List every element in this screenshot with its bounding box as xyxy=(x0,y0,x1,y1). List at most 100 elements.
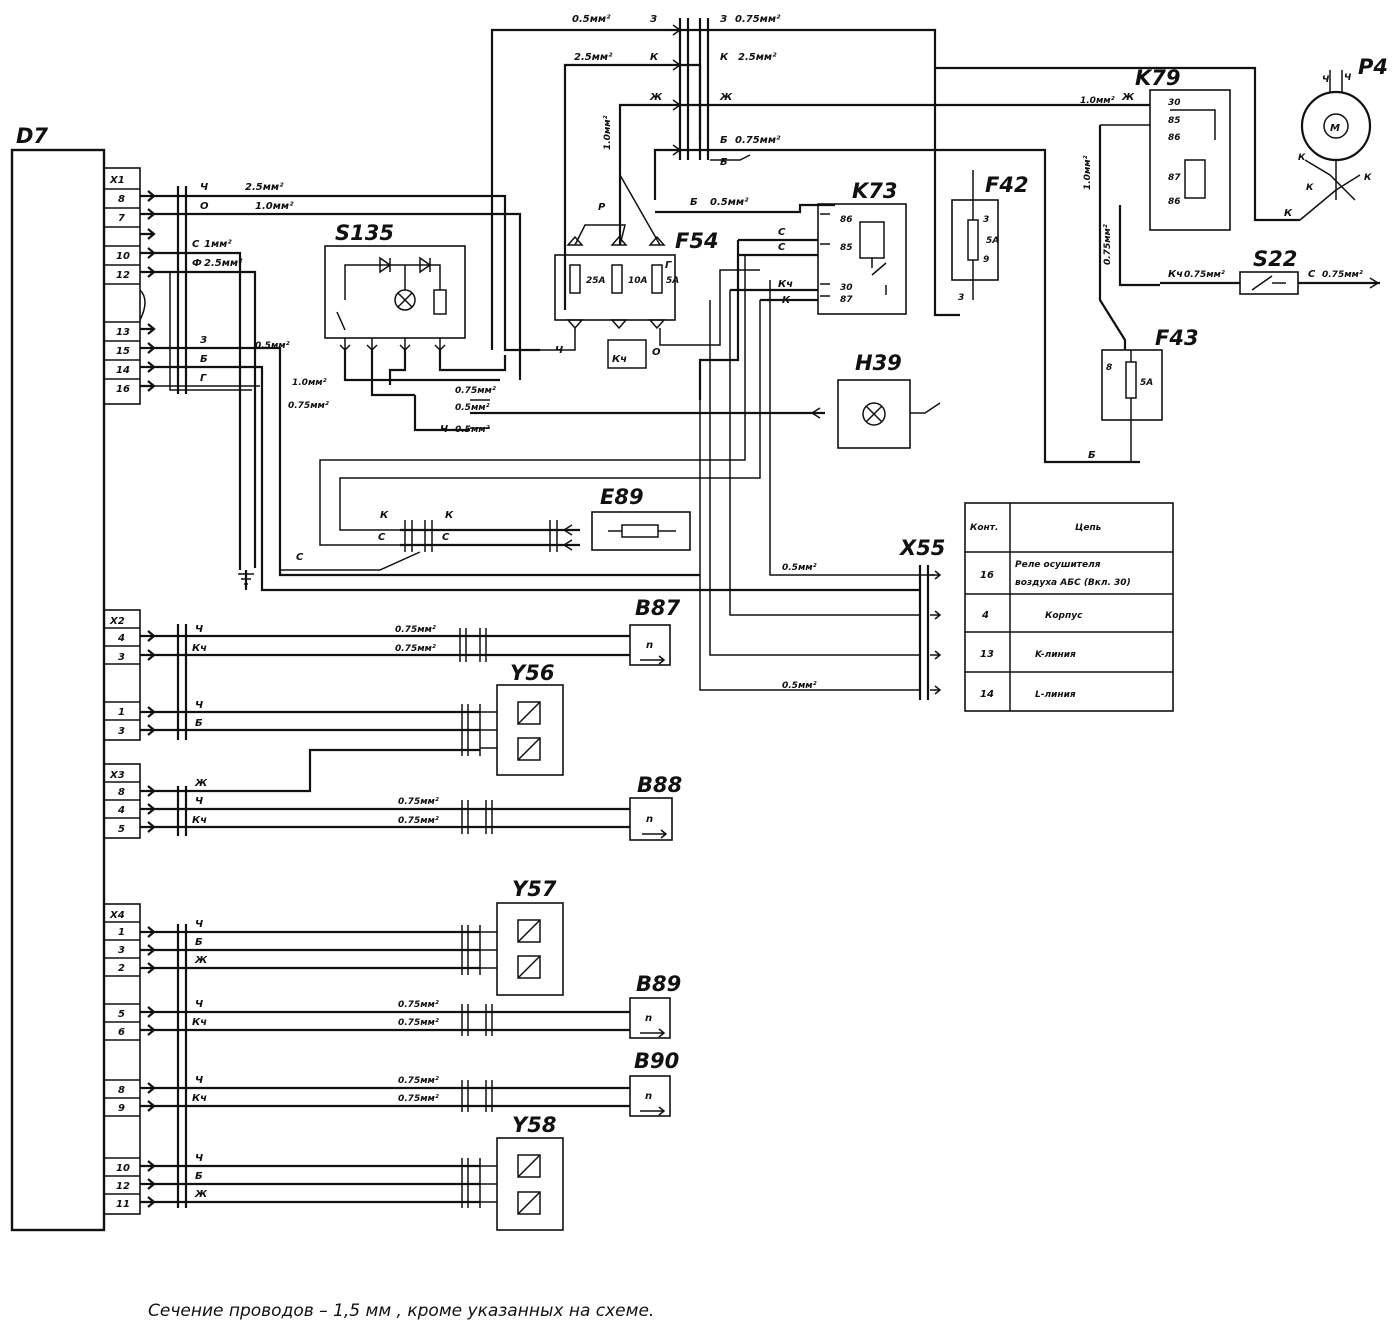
svg-text:X55: X55 xyxy=(898,536,945,560)
resistor-icon xyxy=(433,289,447,315)
svg-text:Ф: Ф xyxy=(192,258,202,269)
svg-text:F42: F42 xyxy=(985,173,1029,197)
diode-icon xyxy=(419,256,432,274)
svg-text:Ч: Ч xyxy=(555,345,563,356)
svg-text:Ч: Ч xyxy=(195,700,203,711)
svg-text:10: 10 xyxy=(116,1163,130,1174)
svg-text:Ч: Ч xyxy=(440,424,448,435)
svg-text:X1: X1 xyxy=(109,175,125,186)
x1-wiring: Ч 2.5мм² О 1.0мм² С 1мм² Ф 2.5мм² З Б Г xyxy=(139,182,920,592)
sensor-b89: B89 n xyxy=(629,972,681,1039)
svg-text:0.5мм²: 0.5мм² xyxy=(782,563,817,573)
svg-text:E89: E89 xyxy=(600,485,644,509)
svg-text:2: 2 xyxy=(118,963,125,974)
solenoid-icon xyxy=(517,701,541,725)
svg-text:1.0мм²: 1.0мм² xyxy=(1080,96,1115,106)
svg-text:0.75мм²: 0.75мм² xyxy=(1184,270,1225,280)
solenoid-icon xyxy=(517,1191,541,1215)
solenoid-icon xyxy=(517,737,541,761)
fuse-icon xyxy=(651,264,663,294)
svg-text:Ж: Ж xyxy=(194,778,208,789)
svg-text:Ч: Ч xyxy=(195,1153,203,1164)
svg-text:12: 12 xyxy=(116,270,130,281)
svg-text:Кч: Кч xyxy=(612,354,627,365)
svg-text:5А: 5А xyxy=(1140,378,1153,388)
svg-text:2.5мм²: 2.5мм² xyxy=(245,182,284,193)
fuse-block-f54: F54 25А 10А 5А Р Г Ч О Кч xyxy=(540,174,760,369)
svg-text:З: З xyxy=(200,335,207,346)
x3-wiring: Ж Ч Кч 0.75мм² 0.75мм² xyxy=(140,748,630,836)
svg-text:2.5мм²: 2.5мм² xyxy=(574,52,613,63)
svg-text:0.75мм²: 0.75мм² xyxy=(288,401,329,411)
svg-text:8: 8 xyxy=(118,787,125,798)
x4-wiring: Ч Б Ж Ч Кч 0.75мм² 0.75мм² Ч Кч 0.75мм² … xyxy=(140,919,630,1208)
svg-text:H39: H39 xyxy=(855,351,902,375)
svg-text:Кч: Кч xyxy=(192,1093,207,1104)
svg-text:B89: B89 xyxy=(636,972,681,996)
svg-text:Ч: Ч xyxy=(195,919,203,930)
svg-text:12: 12 xyxy=(116,1181,130,1192)
svg-text:8: 8 xyxy=(1106,363,1112,373)
svg-text:Ч: Ч xyxy=(195,796,203,807)
svg-text:К: К xyxy=(1284,208,1293,219)
svg-text:Ч: Ч xyxy=(1322,75,1330,85)
svg-text:13: 13 xyxy=(116,327,130,338)
svg-text:5А: 5А xyxy=(986,236,999,246)
svg-text:С: С xyxy=(192,239,200,250)
connector-x1: X1 8 7 10 12 13 15 14 16 xyxy=(103,167,141,405)
svg-text:86: 86 xyxy=(1168,133,1181,143)
svg-text:Б: Б xyxy=(1088,450,1096,461)
svg-text:Ч: Ч xyxy=(1344,73,1352,83)
svg-text:0.75мм²: 0.75мм² xyxy=(398,1094,439,1104)
svg-text:С: С xyxy=(442,532,450,543)
svg-text:С: С xyxy=(1308,269,1316,280)
svg-text:M: M xyxy=(1330,123,1340,134)
svg-text:X3: X3 xyxy=(109,770,125,781)
svg-text:0.75мм²: 0.75мм² xyxy=(398,1000,439,1010)
svg-text:16: 16 xyxy=(116,384,130,395)
svg-text:Реле осушителя: Реле осушителя xyxy=(1015,560,1101,570)
svg-text:7: 7 xyxy=(118,213,125,224)
svg-text:9: 9 xyxy=(983,255,989,265)
solenoid-icon xyxy=(517,955,541,979)
connector-x55: X55 0.5мм² 0.5мм² xyxy=(782,536,945,700)
heater-e89: E89 К С К С С xyxy=(280,485,691,571)
svg-text:К: К xyxy=(650,52,659,63)
svg-text:B90: B90 xyxy=(634,1049,679,1073)
svg-text:О: О xyxy=(652,347,661,358)
svg-text:С: С xyxy=(778,242,786,253)
svg-text:86: 86 xyxy=(840,215,853,225)
svg-text:25А: 25А xyxy=(586,276,606,286)
svg-text:Y58: Y58 xyxy=(512,1113,556,1137)
svg-text:13: 13 xyxy=(980,649,994,660)
svg-text:X2: X2 xyxy=(109,616,125,627)
svg-text:С: С xyxy=(778,227,786,238)
svg-text:4: 4 xyxy=(117,633,125,644)
svg-text:n: n xyxy=(645,1091,652,1102)
svg-text:0.5мм²: 0.5мм² xyxy=(455,403,490,413)
svg-text:З: З xyxy=(650,14,657,25)
svg-text:87: 87 xyxy=(840,295,853,305)
svg-text:Ж: Ж xyxy=(1121,92,1135,103)
svg-text:15: 15 xyxy=(116,346,130,357)
svg-text:К: К xyxy=(1306,183,1314,193)
fuse-icon xyxy=(569,264,581,294)
svg-text:8: 8 xyxy=(118,194,125,205)
svg-text:F43: F43 xyxy=(1155,326,1199,350)
valve-y57: Y57 xyxy=(480,877,564,996)
svg-text:14: 14 xyxy=(116,365,130,376)
svg-text:К: К xyxy=(380,510,389,521)
svg-text:Ж: Ж xyxy=(194,955,208,966)
connector-x4: X4 1 3 2 5 6 8 9 10 12 11 xyxy=(103,903,141,1215)
svg-text:n: n xyxy=(645,1013,652,1024)
svg-text:3: 3 xyxy=(118,726,125,737)
svg-text:К: К xyxy=(782,295,791,306)
svg-text:Б: Б xyxy=(195,1171,203,1182)
svg-text:n: n xyxy=(646,640,653,651)
svg-text:X4: X4 xyxy=(109,910,125,921)
svg-text:Б: Б xyxy=(195,718,203,729)
valve-y56: Y56 xyxy=(461,661,564,776)
svg-text:2.5мм²: 2.5мм² xyxy=(738,52,777,63)
svg-text:B88: B88 xyxy=(637,773,682,797)
